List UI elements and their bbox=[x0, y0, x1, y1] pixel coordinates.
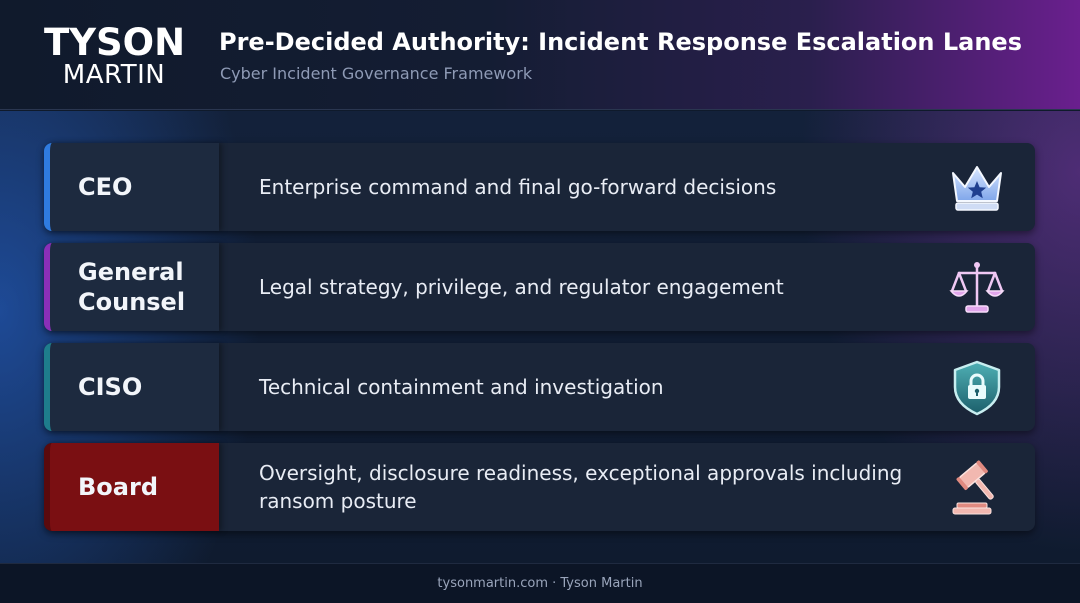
lane-general-counsel: General Counsel Legal strategy, privileg… bbox=[44, 243, 1035, 331]
lane-role-label: CEO bbox=[78, 173, 133, 201]
lane-description: Enterprise command and final go-forward … bbox=[259, 175, 777, 199]
lane-description: Technical containment and investigation bbox=[259, 375, 664, 399]
lane-role-label: Board bbox=[78, 473, 158, 501]
page-subtitle: Cyber Incident Governance Framework bbox=[220, 64, 533, 83]
header: TYSON MARTIN Pre-Decided Authority: Inci… bbox=[0, 0, 1080, 110]
lane-ceo: CEO Enterprise command and final go-forw… bbox=[44, 143, 1035, 231]
gavel-icon bbox=[947, 457, 1007, 517]
lane-role-box: Board bbox=[44, 443, 219, 531]
logo-bottom-text: MARTIN bbox=[62, 60, 166, 90]
scales-icon bbox=[947, 257, 1007, 317]
lane-description: Legal strategy, privilege, and regulator… bbox=[259, 275, 784, 299]
logo-top-text: TYSON bbox=[44, 21, 186, 64]
lane-role-box: CISO bbox=[44, 343, 219, 431]
crown-icon bbox=[947, 157, 1007, 217]
lanes-area: CEO Enterprise command and final go-forw… bbox=[0, 111, 1080, 563]
lane-role-label: CISO bbox=[78, 373, 143, 401]
lane-role-box: CEO bbox=[44, 143, 219, 231]
footer-text: tysonmartin.com · Tyson Martin bbox=[437, 576, 643, 591]
lane-description: Oversight, disclosure readiness, excepti… bbox=[259, 461, 903, 513]
lane-role-label: General Counsel bbox=[78, 258, 186, 316]
shield-lock-icon bbox=[947, 357, 1007, 417]
lane-role-box: General Counsel bbox=[44, 243, 219, 331]
lane-board: Board Oversight, disclosure readiness, e… bbox=[44, 443, 1035, 531]
page-title: Pre-Decided Authority: Incident Response… bbox=[219, 28, 1022, 56]
footer: tysonmartin.com · Tyson Martin bbox=[0, 563, 1080, 603]
lane-ciso: CISO Technical containment and investiga… bbox=[44, 343, 1035, 431]
brand-logo: TYSON MARTIN bbox=[44, 21, 186, 90]
